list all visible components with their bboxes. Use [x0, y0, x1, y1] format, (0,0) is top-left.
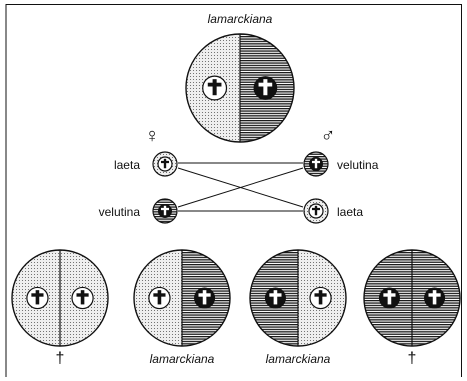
parent-circle-body-left-cross-icon: [202, 75, 228, 101]
female-gamete-1-cross-icon: [157, 156, 173, 172]
female-gamete-label-2: velutina: [99, 205, 141, 219]
title-label: lamarckiana: [208, 12, 273, 26]
gametes: [152, 151, 329, 224]
male-gamete-label-2: laeta: [337, 205, 363, 219]
female-gamete-1: [152, 151, 178, 177]
offspring-circle-2-left-cross-icon: [148, 286, 171, 310]
male-gamete-label-1: velutina: [337, 158, 379, 172]
offspring-circle-4: [363, 249, 461, 347]
female-symbol: ♀: [145, 125, 160, 147]
female-gamete-2-cross-icon: [158, 204, 172, 218]
offspring-label-3: lamarckiana: [266, 352, 331, 366]
parent-circle: [185, 33, 295, 143]
offspring-circle-3-right-cross-icon: [309, 286, 332, 310]
female-gamete-2: [152, 198, 178, 224]
cross-line-diagonal-up: [177, 167, 304, 208]
offspring-circle-3-left-cross-icon: [264, 287, 286, 309]
parent-circle-body: [185, 33, 295, 143]
male-gamete-1: [303, 151, 329, 177]
offspring-circle-2: [133, 249, 231, 347]
offspring-label-1: †: [56, 350, 65, 367]
female-gamete-label-1: laeta: [114, 158, 140, 172]
male-gamete-1-cross-icon: [309, 157, 323, 171]
male-gamete-2-cross-icon: [308, 203, 324, 219]
offspring-circle-2-right-cross-icon: [194, 287, 216, 309]
offspring-label-2: lamarckiana: [150, 352, 215, 366]
male-gamete-2: [303, 198, 329, 224]
offspring-circle-1-right-cross-icon: [71, 286, 94, 310]
offspring-circle-4-left-cross-icon: [378, 287, 400, 309]
parent-circle-body-right-cross-icon: [253, 76, 278, 100]
cross-lines: [177, 162, 304, 212]
offspring-row: [11, 249, 461, 347]
offspring-circle-1: [11, 249, 109, 347]
offspring-circle-4-right-cross-icon: [424, 287, 446, 309]
offspring-label-4: †: [408, 350, 417, 367]
offspring-circle-1-left-cross-icon: [26, 286, 49, 310]
male-symbol: ♂: [321, 125, 336, 147]
offspring-circle-3: [249, 249, 347, 347]
